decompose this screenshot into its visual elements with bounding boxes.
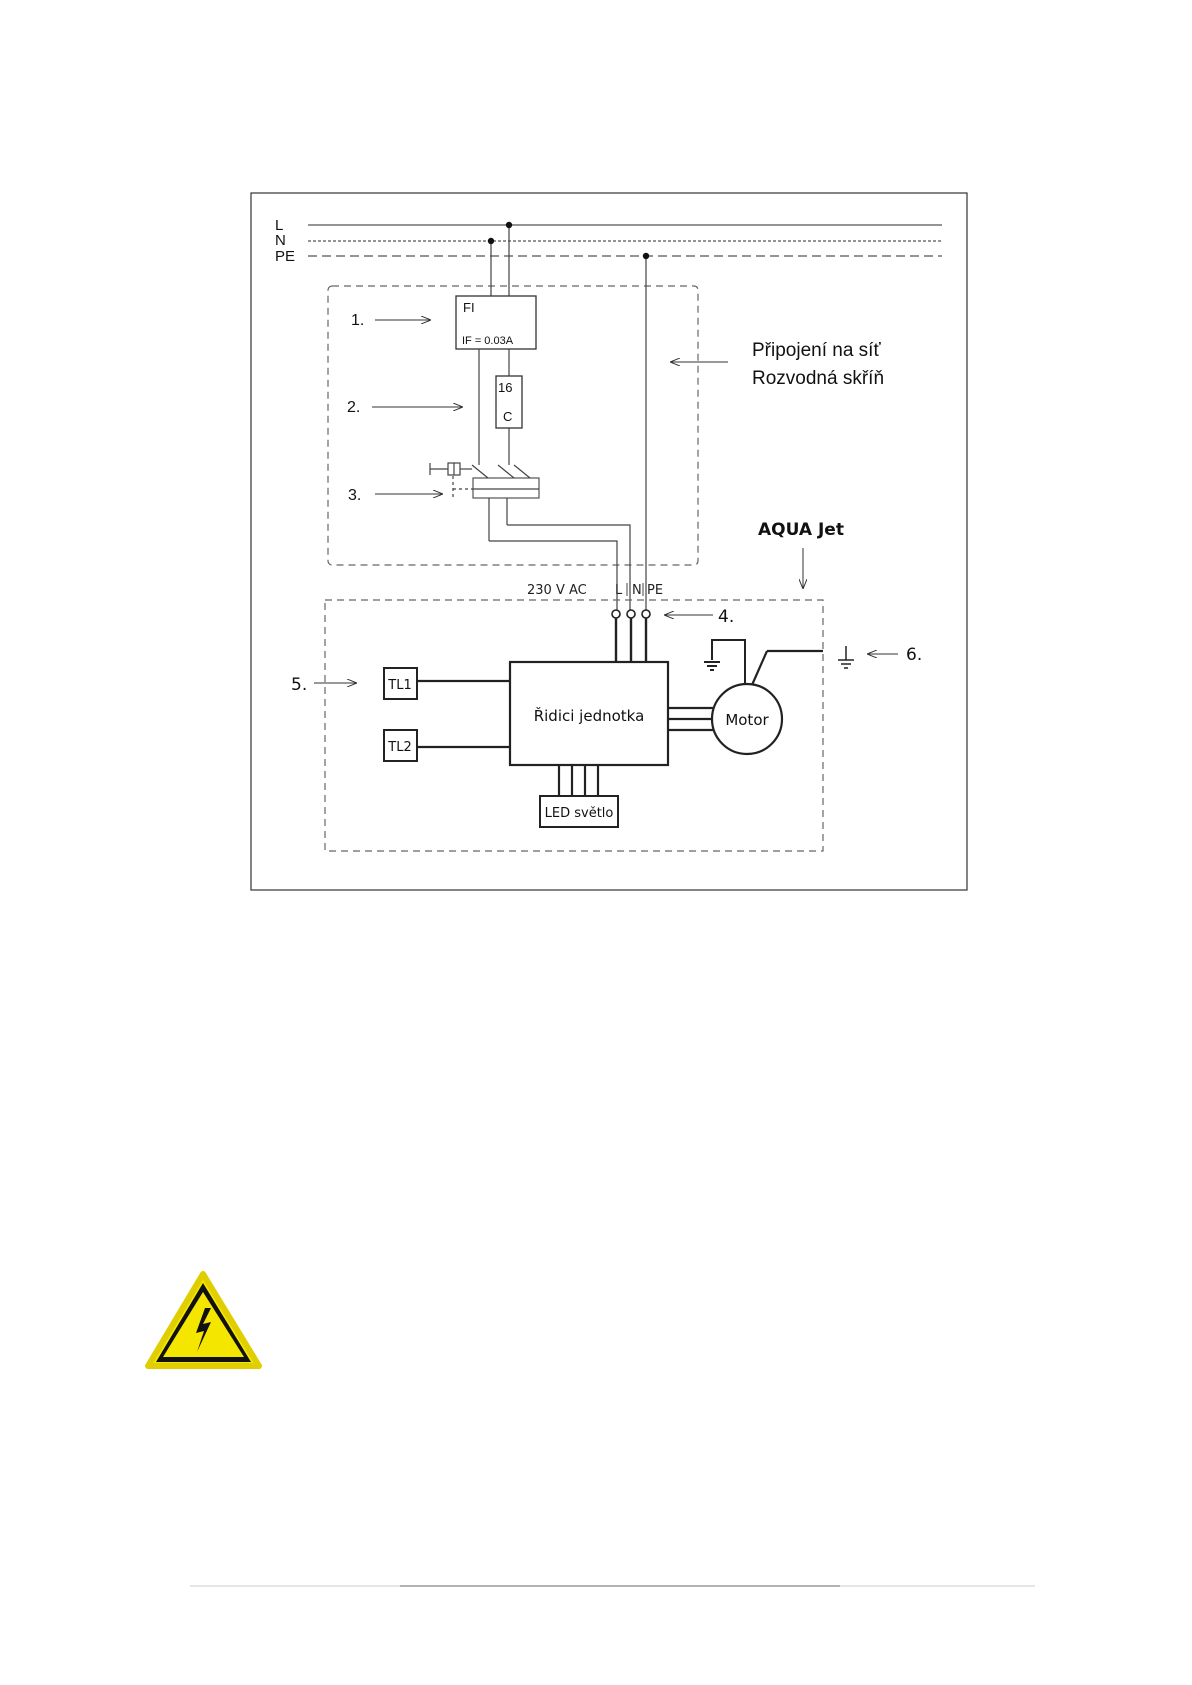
motor-label: Motor (725, 711, 769, 729)
supply-label: 230 V AC (527, 583, 587, 598)
bus-label-n: N (275, 232, 286, 249)
controller-label: Řidici jednotka (534, 706, 645, 725)
marker-2: 2. (347, 399, 360, 416)
bus-lines (308, 225, 942, 256)
marker-1: 1. (351, 312, 364, 329)
distribution-title-line2: Rozvodná skříň (752, 368, 884, 389)
marker-5: 5. (291, 675, 307, 695)
bus-label-pe: PE (275, 248, 295, 265)
rcd-name: FI (463, 300, 475, 315)
earth-wire (752, 651, 767, 685)
terminal-label-l: L (615, 583, 623, 598)
junction-dot (488, 238, 494, 244)
junction-dot (643, 253, 649, 259)
breaker-rating: 16 (498, 380, 512, 395)
marker-3: 3. (348, 487, 361, 504)
high-voltage-warning-icon (148, 1274, 259, 1366)
led-light-label: LED světlo (545, 806, 614, 821)
button-tl1-label: TL1 (387, 678, 411, 693)
light-wires (559, 765, 598, 796)
terminal-label-pe: PE (647, 583, 663, 598)
ground-icon (838, 646, 854, 668)
supply-wires (489, 525, 630, 614)
button-tl2-label: TL2 (387, 740, 411, 755)
marker-6: 6. (906, 645, 922, 665)
marker-4: 4. (718, 607, 734, 627)
junction-dot (506, 222, 512, 228)
unit-title: AQUA Jet (758, 520, 844, 540)
terminal-block (612, 610, 650, 618)
distribution-title-line1: Připojení na síť (752, 340, 881, 361)
main-switch (430, 463, 539, 541)
rcd-rating: IF = 0.03A (462, 335, 514, 347)
terminal-label-n: N (632, 583, 642, 598)
breaker-curve: C (503, 409, 512, 424)
terminal-wires (616, 618, 646, 662)
ground-icon (704, 640, 745, 685)
